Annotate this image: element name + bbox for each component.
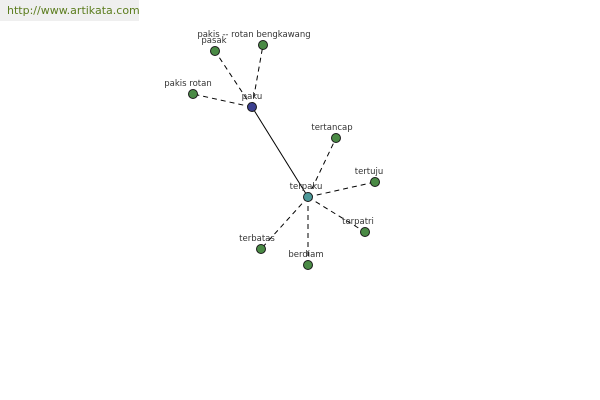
node-label-tertancap: tertancap	[311, 123, 352, 133]
node-pakis-rotan-bengkawang[interactable]	[258, 40, 268, 50]
edge-terpaku-terpatri	[307, 196, 366, 233]
node-label-terpaku: terpaku	[290, 182, 323, 192]
node-tertancap[interactable]	[331, 133, 341, 143]
site-url-banner[interactable]: http://www.artikata.com	[0, 0, 140, 21]
edge-terpaku-terbatas	[260, 196, 309, 250]
node-terpatri[interactable]	[360, 227, 370, 237]
node-label-berdiam: berdiam	[288, 250, 323, 260]
graph-nodes	[188, 40, 380, 270]
node-label-terbatas: terbatas	[239, 234, 275, 244]
node-terbatas[interactable]	[256, 244, 266, 254]
node-pakis-rotan[interactable]	[188, 89, 198, 99]
graph-edges	[192, 44, 376, 265]
node-label-terpatri: terpatri	[342, 217, 374, 227]
node-terpaku[interactable]	[303, 192, 313, 202]
edge-terpaku-tertancap	[307, 137, 337, 198]
node-label-tertuju: tertuju	[355, 167, 384, 177]
node-paku[interactable]	[247, 102, 257, 112]
node-label-pakis-rotan: pakis rotan	[164, 79, 211, 89]
edge-paku-pasak	[214, 50, 253, 108]
site-url-text[interactable]: http://www.artikata.com	[7, 4, 140, 17]
node-pasak[interactable]	[210, 46, 220, 56]
edge-paku-terpaku	[251, 106, 309, 198]
node-label-paku: paku	[242, 92, 263, 102]
edge-terpaku-tertuju	[307, 181, 376, 198]
node-label-pakis-rotan-bengkawang: pakis -- rotan bengkawang	[197, 30, 310, 40]
node-label-pasak: pasak	[201, 36, 226, 46]
edge-paku-pakis-rotan-bengkawang	[251, 44, 264, 108]
node-berdiam[interactable]	[303, 260, 313, 270]
node-tertuju[interactable]	[370, 177, 380, 187]
edge-paku-pakis-rotan	[192, 93, 253, 108]
